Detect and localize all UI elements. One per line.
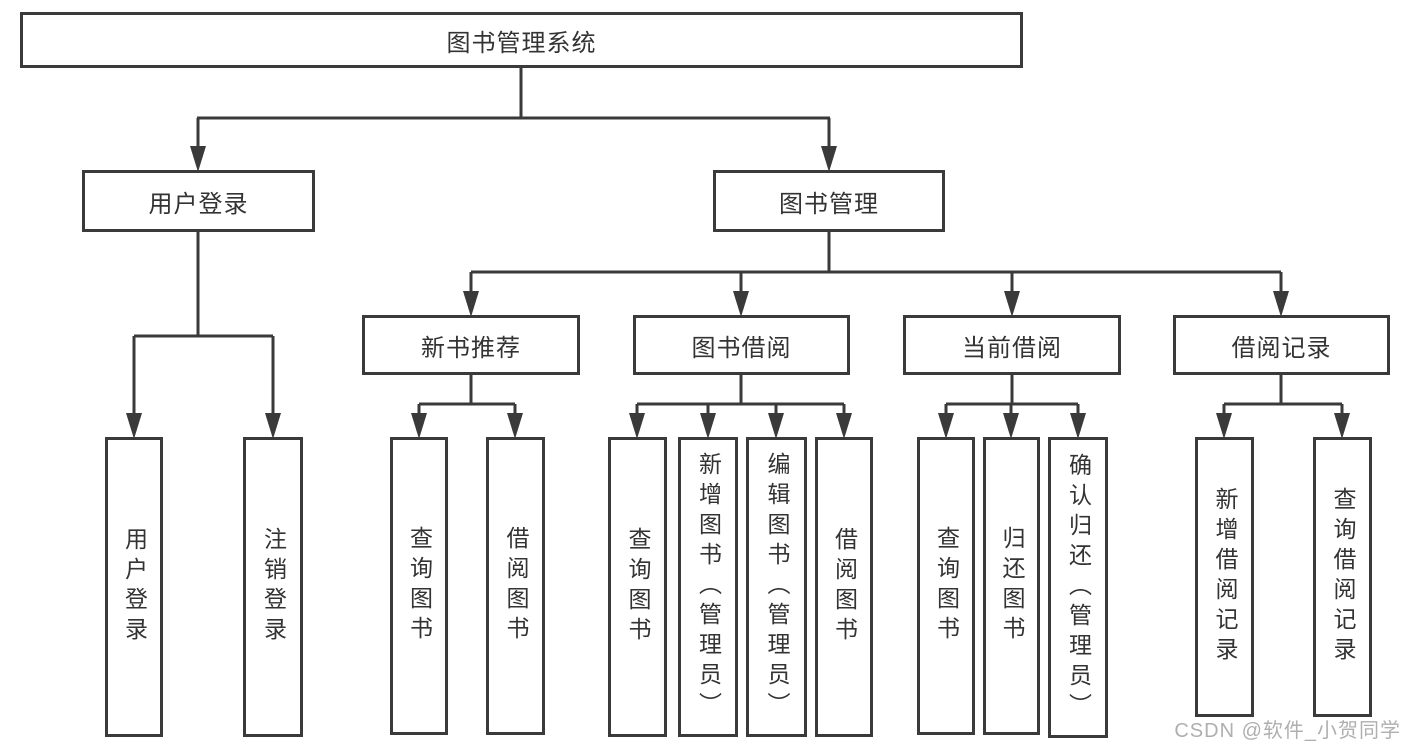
node-label: 用户登录 [148,190,249,218]
leaf-borrow-books-recommend: 借阅图书 [486,437,545,735]
node-book-borrowing: 图书借阅 [633,315,850,375]
node-label: 图书管理 [779,190,879,218]
node-label: 新增图书（管理员） [695,452,722,722]
leaf-edit-books-admin: 编辑图书（管理员） [746,437,807,737]
leaf-return-books: 归还图书 [983,437,1040,735]
node-label: 编辑图书（管理员） [764,452,790,722]
node-label: 注销登录 [260,527,287,647]
node-label: 新书推荐 [421,334,521,362]
leaf-borrow-books: 借阅图书 [815,437,873,737]
node-label: 图书借阅 [691,334,792,362]
node-library-management-system: 图书管理系统 [20,12,1023,68]
node-label: 当前借阅 [962,334,1062,362]
node-label: 查询图书 [625,527,651,647]
leaf-query-books-current: 查询图书 [917,437,975,735]
node-current-borrowing: 当前借阅 [903,315,1121,375]
leaf-confirm-return-admin: 确认归还（管理员） [1048,437,1108,738]
node-borrowing-records: 借阅记录 [1173,315,1390,375]
node-label: 确认归还（管理员） [1065,452,1092,723]
csdn-watermark: CSDN @软件_小贺同学 [1174,720,1401,742]
node-label: 查询借阅记录 [1330,487,1356,667]
leaf-query-books-borrowing: 查询图书 [608,437,667,737]
node-label: 借阅图书 [831,527,858,647]
node-book-management: 图书管理 [713,170,945,232]
leaf-user-login: 用户登录 [105,437,163,737]
node-label: 新增借阅记录 [1212,487,1238,667]
node-label: 图书管理系统 [446,29,597,57]
leaf-query-books-recommend: 查询图书 [390,437,448,735]
leaf-logout: 注销登录 [243,437,303,737]
leaf-query-borrow-record: 查询借阅记录 [1313,437,1372,717]
node-label: 归还图书 [999,526,1025,646]
node-label: 查询图书 [406,526,433,646]
node-label: 用户登录 [121,527,148,647]
node-label: 查询图书 [933,526,960,646]
node-user-login: 用户登录 [82,170,315,232]
leaf-add-books-admin: 新增图书（管理员） [678,437,738,737]
node-label: 借阅图书 [503,526,529,646]
node-label: 借阅记录 [1231,334,1332,362]
leaf-add-borrow-record: 新增借阅记录 [1195,437,1254,717]
arrowhead-icons [126,146,1350,439]
node-new-book-recommendation: 新书推荐 [362,315,580,375]
